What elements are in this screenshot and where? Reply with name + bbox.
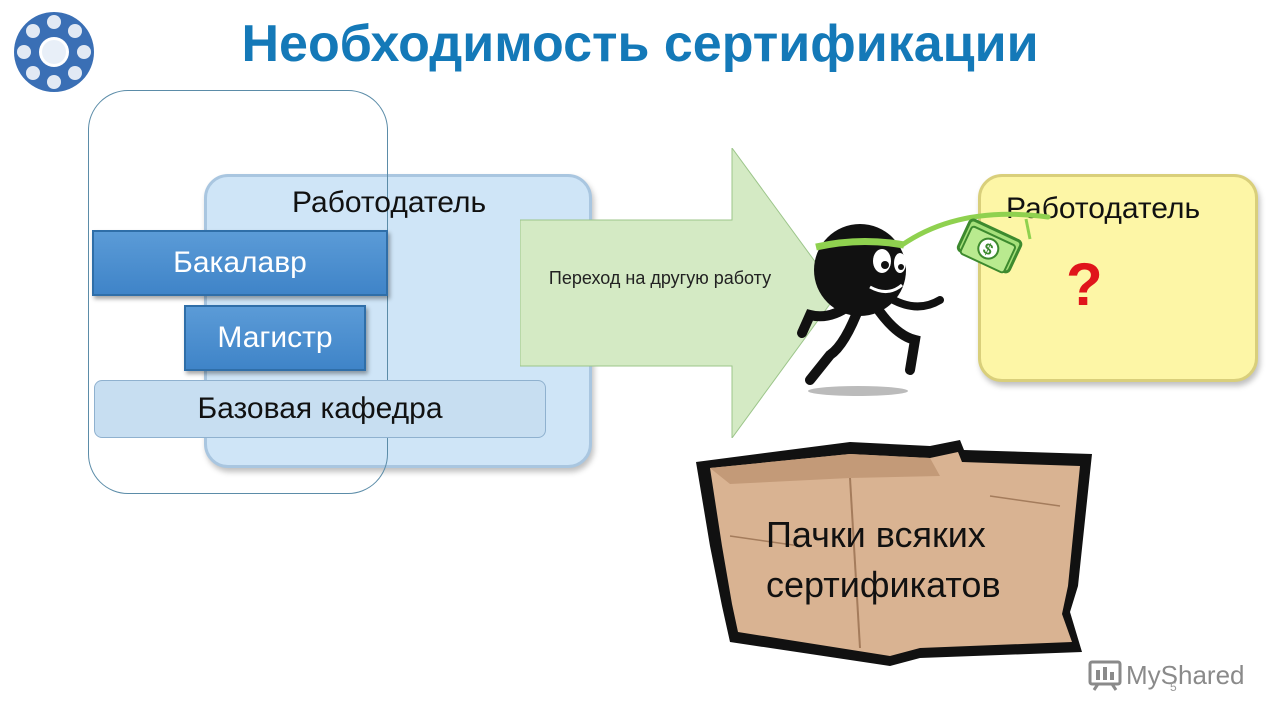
money-icon: $ — [956, 218, 1023, 274]
base-department-box: Базовая кафедра — [94, 380, 546, 438]
page-number: 5 — [1170, 680, 1177, 694]
slide-title: Необходимость сертификации — [241, 15, 1039, 73]
employer-label-left: Работодатель — [292, 186, 487, 219]
employer-label-right: Работодатель — [1006, 192, 1201, 225]
runner-icon: $ — [797, 211, 1051, 396]
cardboard-box-icon — [696, 440, 1092, 666]
bachelor-box: Бакалавр — [92, 230, 388, 296]
employer-box-right — [978, 174, 1258, 382]
myshared-logo-icon — [1088, 660, 1122, 691]
master-box: Магистр — [184, 305, 366, 371]
box-label: Пачки всяких сертификатов — [766, 514, 1001, 605]
question-mark: ? — [1066, 251, 1103, 318]
logo-wheel-icon — [14, 12, 94, 92]
arrow-label: Переход на другую работу — [548, 268, 772, 288]
watermark-text: MyShared — [1126, 660, 1245, 690]
transition-arrow — [520, 148, 839, 438]
